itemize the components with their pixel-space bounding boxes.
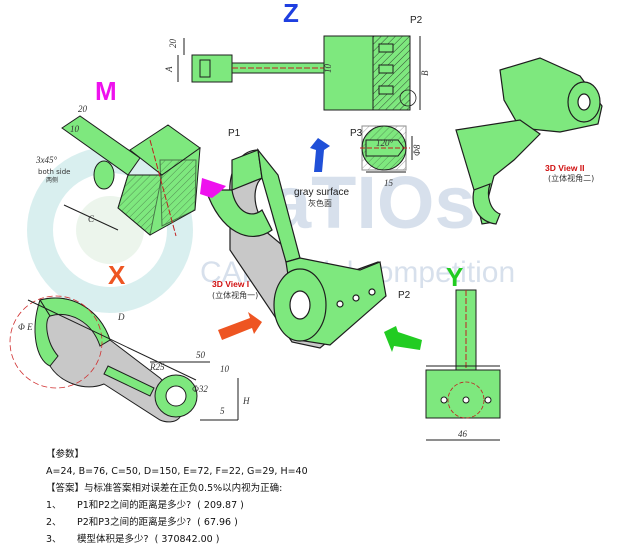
params-heading: 【参数】 xyxy=(46,449,85,460)
params-values: A=24, B=76, C=50, D=150, E=72, F=22, G=2… xyxy=(46,466,308,477)
view-label-x: X xyxy=(108,260,126,290)
dim-x-5: 5 xyxy=(220,406,225,416)
dim-p3-15: 15 xyxy=(384,178,394,188)
question-answer: ( 370842.00 ) xyxy=(154,534,220,545)
point-p2-3d: P2 xyxy=(398,290,411,301)
arrow-m-direction xyxy=(200,178,226,198)
view2-subtitle: (立体视角二) xyxy=(548,173,594,183)
dim-z-10: 10 xyxy=(323,64,333,74)
dim-x-phi32: Φ32 xyxy=(192,384,208,394)
arrow-z-direction xyxy=(310,138,330,172)
dim-x-phiE: Φ E xyxy=(18,322,33,332)
note-both-sides: both side xyxy=(38,168,70,176)
question-answer: ( 67.96 ) xyxy=(197,517,238,528)
dim-m-10: 10 xyxy=(70,124,80,134)
arrow-y-direction xyxy=(384,326,422,352)
question-number: 1、 xyxy=(46,500,62,511)
view-z-drawing xyxy=(177,35,421,111)
question-row: 1、 P1和P2之间的距离是多少? ( 209.87 ) xyxy=(46,497,606,514)
question-text: 模型体积是多少? xyxy=(77,534,149,545)
view3d-1-model xyxy=(205,147,387,349)
question-number: 2、 xyxy=(46,517,62,528)
dim-y-46: 46 xyxy=(458,429,468,439)
point-p1: P1 xyxy=(228,128,241,139)
dim-m-chamfer: 3x45° xyxy=(35,155,57,165)
dim-m-c: C xyxy=(88,214,95,224)
question-number: 3、 xyxy=(46,534,62,545)
view-label-m: M xyxy=(95,76,117,106)
view3d-2-model xyxy=(455,57,603,225)
dim-x-h: H xyxy=(242,396,250,406)
detail-p3-drawing xyxy=(360,125,413,173)
view-x-drawing xyxy=(9,295,239,423)
watermark-brand: aTIOs xyxy=(270,161,476,244)
dim-z-20: 20 xyxy=(168,39,178,49)
dim-x-50: 50 xyxy=(196,350,206,360)
answer-heading: 【答案】与标准答案相对误差在正负0.5%以内视为正确: xyxy=(46,483,283,494)
info-panel: 【参数】 A=24, B=76, C=50, D=150, E=72, F=22… xyxy=(46,446,606,548)
question-row: 2、 P2和P3之间的距离是多少? ( 67.96 ) xyxy=(46,514,606,531)
view-label-z: Z xyxy=(283,0,299,28)
view1-title: 3D View I xyxy=(212,279,249,289)
arrow-x-direction xyxy=(218,312,262,340)
label-gray-surface: gray surface xyxy=(294,187,349,198)
question-text: P1和P2之间的距离是多少? xyxy=(77,500,192,511)
dim-x-10: 10 xyxy=(220,364,230,374)
dim-x-d: D xyxy=(117,312,125,322)
note-both-sides-cn: 两侧 xyxy=(46,176,58,184)
label-gray-surface-cn: 灰色面 xyxy=(308,198,332,208)
view2-title: 3D View II xyxy=(545,163,585,173)
dim-p3-120: 120° xyxy=(376,138,394,148)
dim-z-b: B xyxy=(420,70,430,76)
question-text: P2和P3之间的距离是多少? xyxy=(77,517,192,528)
view-m-drawing xyxy=(61,115,201,237)
question-answer: ( 209.87 ) xyxy=(197,500,244,511)
view1-subtitle: (立体视角一) xyxy=(212,290,258,300)
dim-z-a: A xyxy=(164,66,174,73)
question-row: 3、 模型体积是多少? ( 370842.00 ) xyxy=(46,531,606,548)
view-label-y: Y xyxy=(446,262,463,292)
dim-p3-phi8: Φ8 xyxy=(412,144,422,156)
dim-m-20a: 20 xyxy=(78,104,88,114)
view-y-drawing xyxy=(425,289,501,441)
point-p3: P3 xyxy=(350,128,363,139)
dim-x-r25: R25 xyxy=(149,362,165,372)
point-p2-top: P2 xyxy=(410,15,423,26)
